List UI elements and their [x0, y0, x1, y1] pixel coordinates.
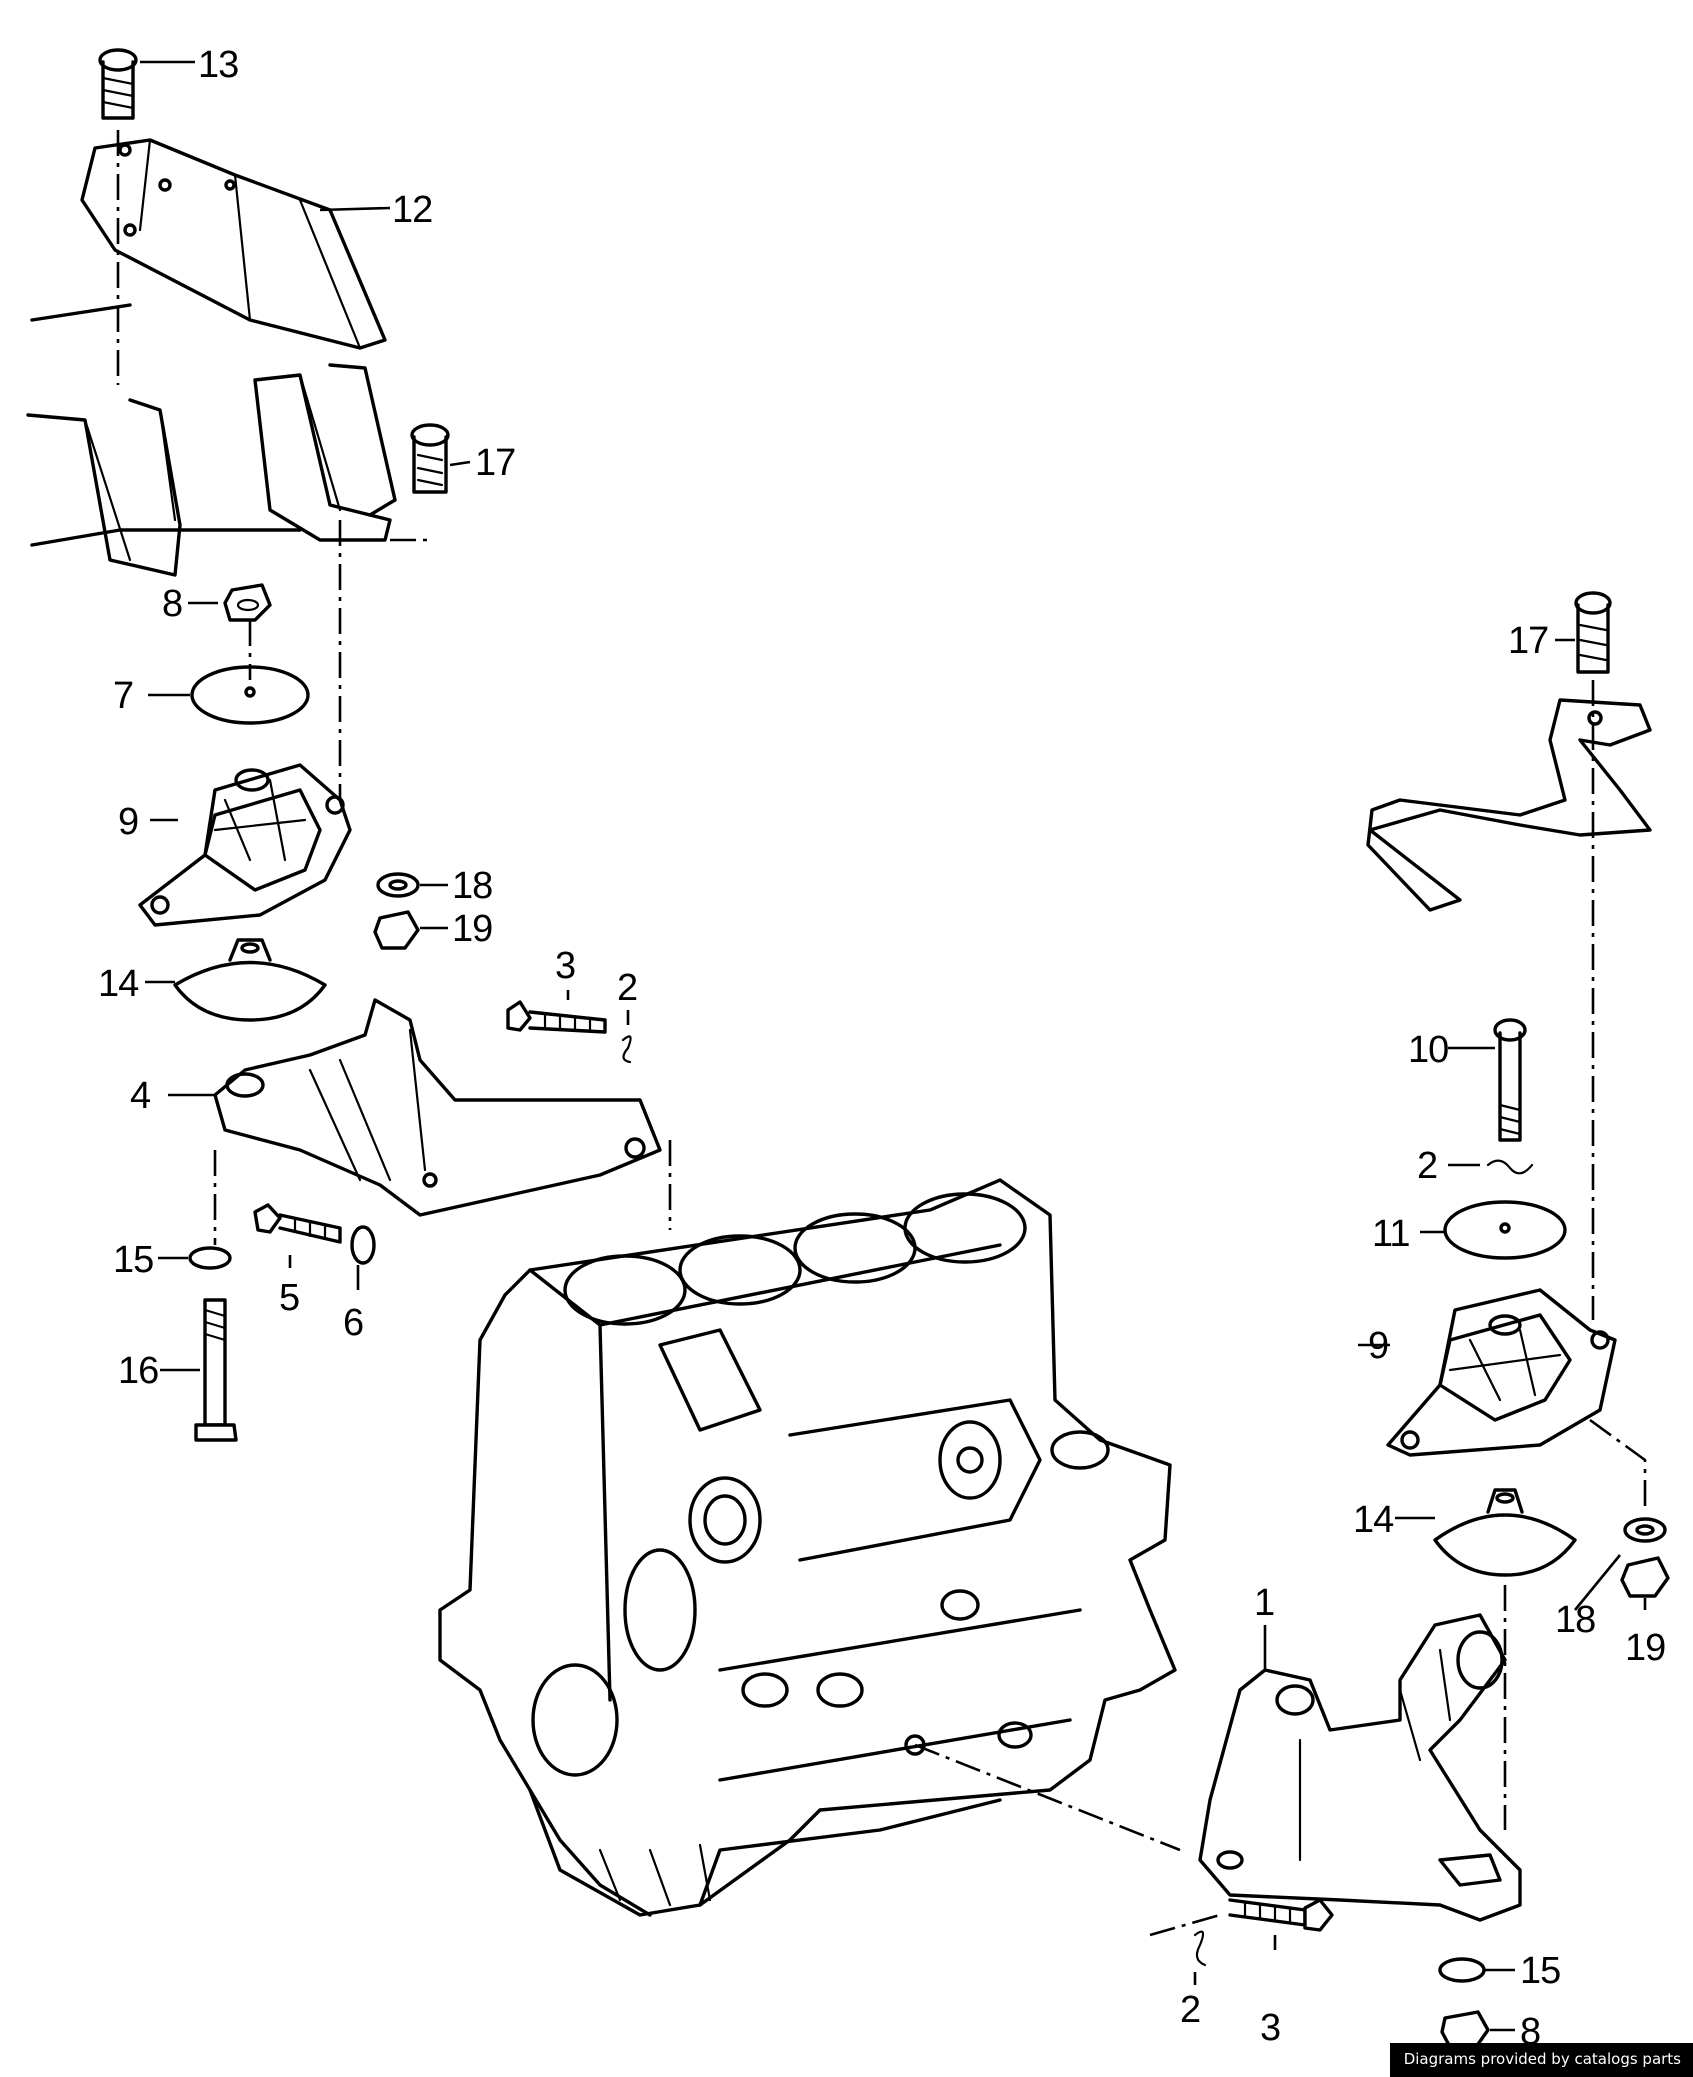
nut-19-right-icon — [1620, 1556, 1670, 1598]
crossmember-bracket — [26, 130, 430, 800]
callout-5: 5 — [279, 1277, 299, 1319]
bolt-13-icon — [98, 48, 138, 120]
leader-lines — [140, 60, 1647, 2032]
callout-2-upper: 2 — [617, 967, 637, 1009]
callout-14-left: 14 — [98, 963, 139, 1005]
bolt-3-icon — [506, 1000, 607, 1034]
callout-8-left: 8 — [162, 583, 182, 625]
nut-19-icon — [373, 910, 420, 950]
callout-2-lower: 2 — [1180, 1989, 1200, 2031]
bolt-3-lower-icon — [1228, 1898, 1334, 1932]
callout-8-right: 8 — [1520, 2011, 1540, 2053]
callout-6: 6 — [343, 1302, 363, 1344]
washer-15-icon — [188, 1246, 232, 1270]
nut-8-icon — [223, 583, 272, 622]
washer-18-right-icon — [1623, 1517, 1667, 1543]
callout-3-upper: 3 — [555, 945, 575, 987]
callout-19-right: 19 — [1625, 1627, 1665, 1669]
callouts: 13 12 17 8 7 9 18 19 14 3 2 4 15 5 6 16 … — [98, 44, 1666, 2053]
engine-bracket-1-icon — [1198, 1613, 1522, 1922]
left-engine-mount-stack — [98, 48, 672, 1442]
callout-9-right: 9 — [1368, 1325, 1388, 1367]
engine-block — [438, 1178, 1177, 1917]
callout-16: 16 — [118, 1350, 158, 1392]
clip-2-icon — [621, 1035, 632, 1064]
stud-16-icon — [194, 1298, 238, 1442]
rubber-mount-9-right-icon — [1386, 1288, 1617, 1457]
washer-11-icon — [1443, 1200, 1567, 1260]
rubber-mount-9-icon — [138, 763, 352, 927]
washer-15-right-icon — [1438, 1957, 1486, 1983]
nut-8-right-icon — [1440, 2010, 1490, 2049]
diagram-credit-badge: Diagrams provided by catalogs parts — [1389, 2043, 1693, 2077]
clip-2-lower-icon — [1193, 1930, 1207, 1967]
clip-2-right-icon — [1486, 1159, 1534, 1175]
callout-18-right: 18 — [1555, 1599, 1595, 1641]
washer-6-icon — [350, 1225, 376, 1265]
engine-bracket-4-icon — [213, 998, 662, 1217]
callout-7: 7 — [113, 675, 133, 717]
bolt-5-icon — [253, 1203, 342, 1244]
callout-13: 13 — [198, 44, 238, 86]
callout-4: 4 — [130, 1075, 151, 1117]
bolt-17-right-icon — [1574, 591, 1612, 674]
callout-1: 1 — [1254, 1582, 1274, 1624]
callout-17-left: 17 — [475, 442, 515, 484]
callout-15-right: 15 — [1520, 1950, 1560, 1992]
callout-12: 12 — [392, 189, 432, 231]
callout-11: 11 — [1372, 1213, 1409, 1255]
cone-14-right-icon — [1433, 1488, 1577, 1577]
callout-18-left: 18 — [452, 865, 492, 907]
bolt-10-icon — [1493, 1018, 1527, 1142]
callout-2-right: 2 — [1417, 1145, 1437, 1187]
right-engine-mount-stack — [1149, 591, 1670, 2049]
bolt-17-icon — [410, 423, 450, 494]
callout-15-left: 15 — [113, 1239, 153, 1281]
callout-14-right: 14 — [1353, 1499, 1394, 1541]
callout-17-right: 17 — [1508, 620, 1548, 662]
callout-10: 10 — [1408, 1029, 1448, 1071]
callout-19-left: 19 — [452, 908, 492, 950]
washer-18-icon — [376, 872, 420, 898]
callout-9-left: 9 — [118, 801, 138, 843]
cone-14-icon — [173, 938, 327, 1022]
callout-3-lower: 3 — [1260, 2007, 1280, 2049]
